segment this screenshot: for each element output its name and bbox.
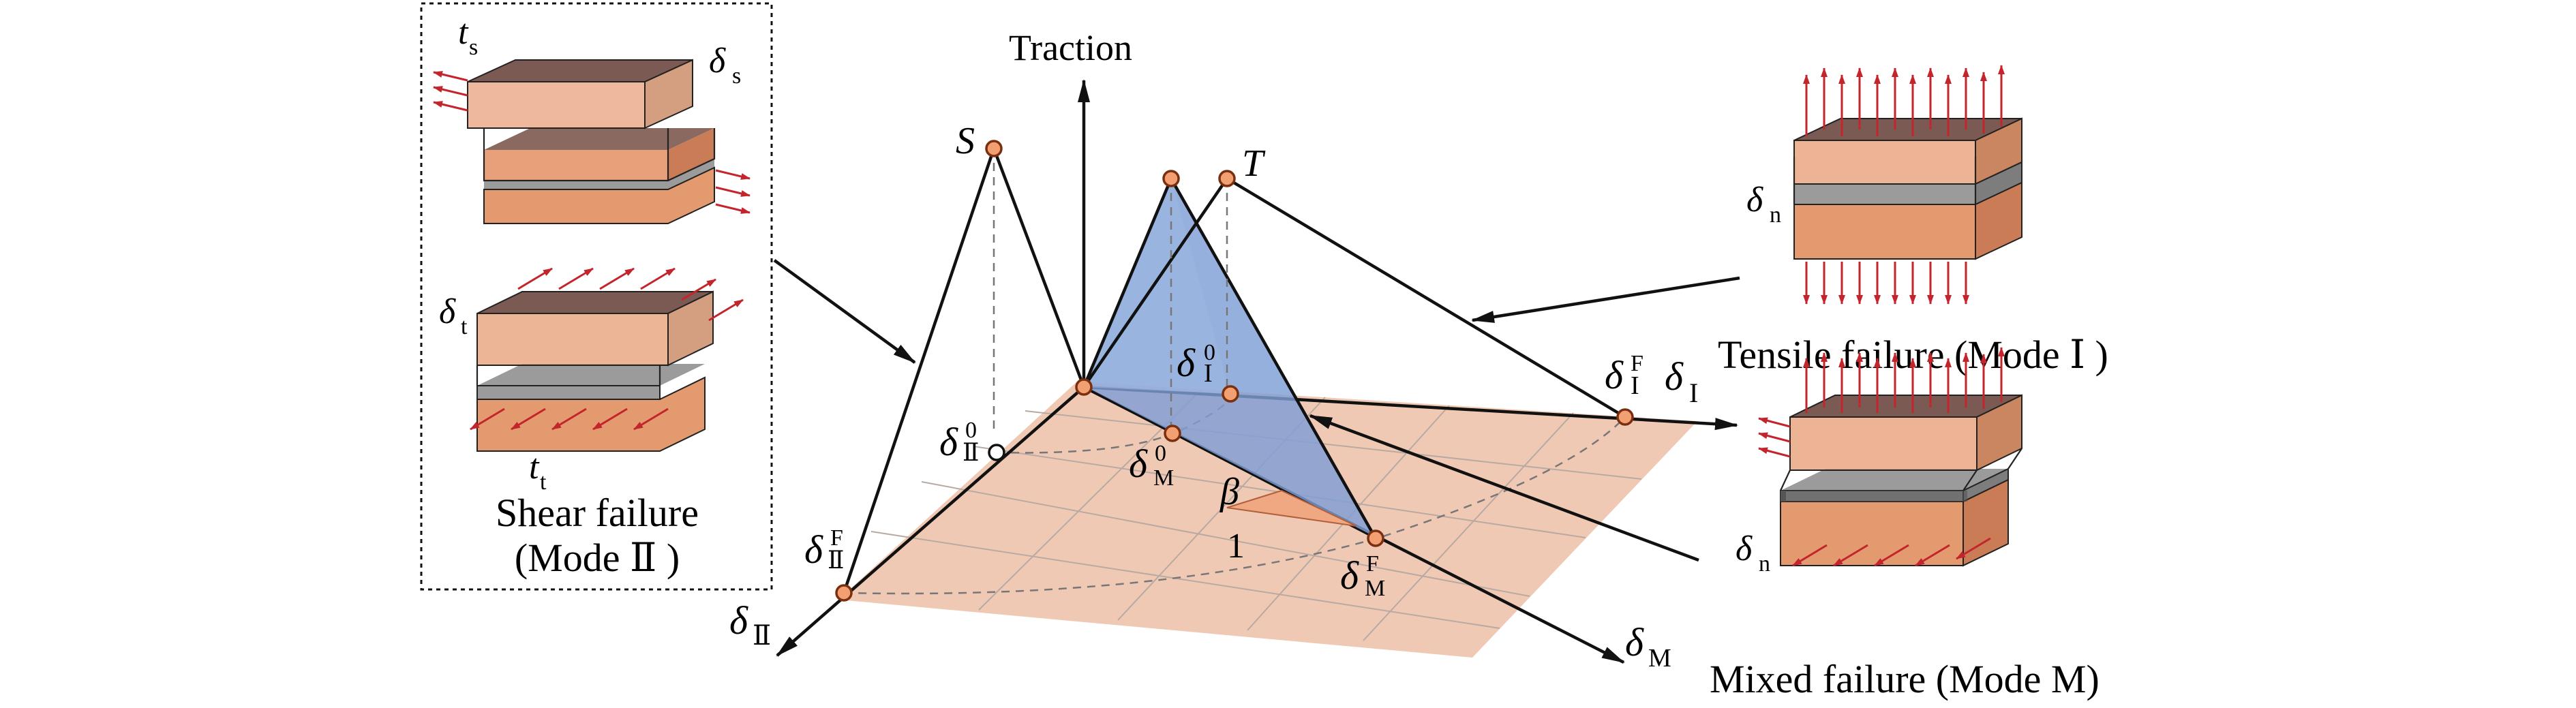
delta-I-0-point	[1222, 385, 1239, 403]
mixed-softening-edge	[1170, 177, 1377, 540]
tensile-failure-panel: δ n Tensile failure (Mode Ⅰ )	[1718, 65, 2108, 377]
svg-text:δ: δ	[1736, 529, 1753, 568]
svg-text:δ: δ	[1746, 181, 1763, 219]
delta-II-F-label: δ F Ⅱ	[804, 525, 844, 574]
svg-text:F: F	[1631, 351, 1643, 376]
svg-text:0: 0	[965, 418, 977, 443]
svg-text:δ: δ	[804, 527, 823, 572]
shear-specimen-bottom	[470, 267, 744, 452]
svg-text:t: t	[529, 448, 540, 487]
svg-text:s: s	[732, 63, 741, 89]
beta-label: β	[1219, 471, 1239, 513]
svg-text:δ: δ	[1605, 353, 1624, 397]
traction-label: Traction	[1009, 27, 1132, 68]
svg-text:δ: δ	[939, 420, 958, 464]
svg-text:F: F	[1366, 551, 1379, 576]
t-t-label: t t	[529, 448, 547, 495]
svg-text:δ: δ	[1625, 620, 1644, 664]
svg-text:δ: δ	[439, 292, 456, 331]
delta-II-F-point	[835, 584, 853, 602]
t-s-label: t s	[458, 13, 478, 60]
shear-caption-line1: Shear failure	[496, 491, 699, 535]
mixed-failure-panel: δ n Mixed failure (Mode M)	[1710, 347, 2100, 701]
svg-text:0: 0	[1204, 340, 1215, 365]
svg-text:I: I	[1689, 378, 1698, 408]
tensile-down-arrows	[1803, 262, 1969, 305]
shear-caption-line2: (Mode Ⅱ )	[515, 536, 680, 580]
svg-text:M: M	[1648, 644, 1671, 673]
delta-M-0-point	[1164, 425, 1181, 442]
S-point	[985, 140, 1003, 157]
T-point	[1218, 170, 1236, 187]
slope-one-label: 1	[1227, 527, 1245, 566]
svg-text:M: M	[1153, 465, 1174, 491]
origin-point	[1075, 378, 1093, 396]
shear-pointer-arrow	[773, 259, 916, 364]
delta-M-0-label: δ 0 M	[1129, 441, 1174, 491]
mixed-peak-point	[1162, 170, 1180, 187]
displacement-plane	[838, 382, 1697, 658]
mixed-pointer-arrow	[1309, 414, 1699, 562]
delta-M-F-label: δ F M	[1340, 551, 1385, 601]
delta-I-F-label: δ F I	[1605, 351, 1643, 400]
mixed-side-arrows	[1758, 417, 1991, 567]
delta-M-axis-label: δ M	[1625, 620, 1671, 673]
tensile-specimen	[1793, 117, 2022, 260]
slope-triangle	[1226, 489, 1357, 527]
svg-text:F: F	[830, 525, 843, 551]
svg-text:t: t	[540, 470, 547, 495]
delta-s-label: δ s	[709, 42, 741, 89]
svg-text:δ: δ	[1177, 341, 1196, 385]
delta-M-F-point	[1367, 529, 1384, 547]
svg-text:δ: δ	[1129, 442, 1148, 486]
svg-text:n: n	[1770, 202, 1781, 228]
mixed-caption: Mixed failure (Mode M)	[1710, 657, 2100, 701]
mixed-delta-n-label: δ n	[1736, 529, 1770, 576]
tensile-up-arrows	[1803, 65, 2005, 136]
svg-text:δ: δ	[1340, 553, 1359, 598]
svg-text:s: s	[469, 35, 478, 60]
svg-text:M: M	[1365, 576, 1385, 601]
svg-text:n: n	[1759, 551, 1770, 576]
tensile-delta-n-label: δ n	[1746, 181, 1781, 228]
delta-t-label: δ t	[439, 292, 468, 339]
tensile-pointer-arrow	[1471, 276, 1740, 323]
svg-text:t: t	[461, 314, 468, 339]
delta-I-F-point	[1616, 408, 1634, 426]
delta-I-0-label: δ 0 I	[1177, 340, 1215, 388]
svg-text:Ⅱ: Ⅱ	[753, 620, 771, 651]
shear-failure-panel: t s δ s	[420, 2, 773, 591]
delta-II-axis-label: δ Ⅱ	[729, 598, 771, 651]
svg-text:0: 0	[1155, 441, 1166, 466]
svg-text:t: t	[458, 13, 469, 52]
svg-text:Ⅱ: Ⅱ	[828, 547, 844, 574]
svg-text:I: I	[1204, 359, 1213, 388]
T-label: T	[1242, 142, 1266, 185]
svg-text:δ: δ	[729, 598, 748, 643]
svg-text:Ⅱ: Ⅱ	[963, 439, 979, 466]
S-label: S	[956, 120, 975, 162]
delta-II-axis	[776, 386, 1085, 657]
svg-text:I: I	[1631, 371, 1639, 400]
shear-specimen-top	[433, 59, 751, 224]
delta-II-0-label: δ 0 Ⅱ	[939, 418, 979, 466]
delta-I-axis-label: δ I	[1665, 354, 1698, 408]
svg-text:δ: δ	[1665, 354, 1684, 399]
failure-curve	[843, 416, 1626, 595]
svg-text:δ: δ	[709, 42, 726, 80]
mixed-peak-edge	[1082, 178, 1173, 388]
delta-II-0-point	[988, 444, 1005, 461]
shear-panel-frame	[420, 2, 773, 591]
mixed-mode-law-face	[1084, 179, 1230, 394]
mixed-specimen	[1780, 394, 2022, 567]
mixed-up-arrows	[1803, 347, 2005, 413]
